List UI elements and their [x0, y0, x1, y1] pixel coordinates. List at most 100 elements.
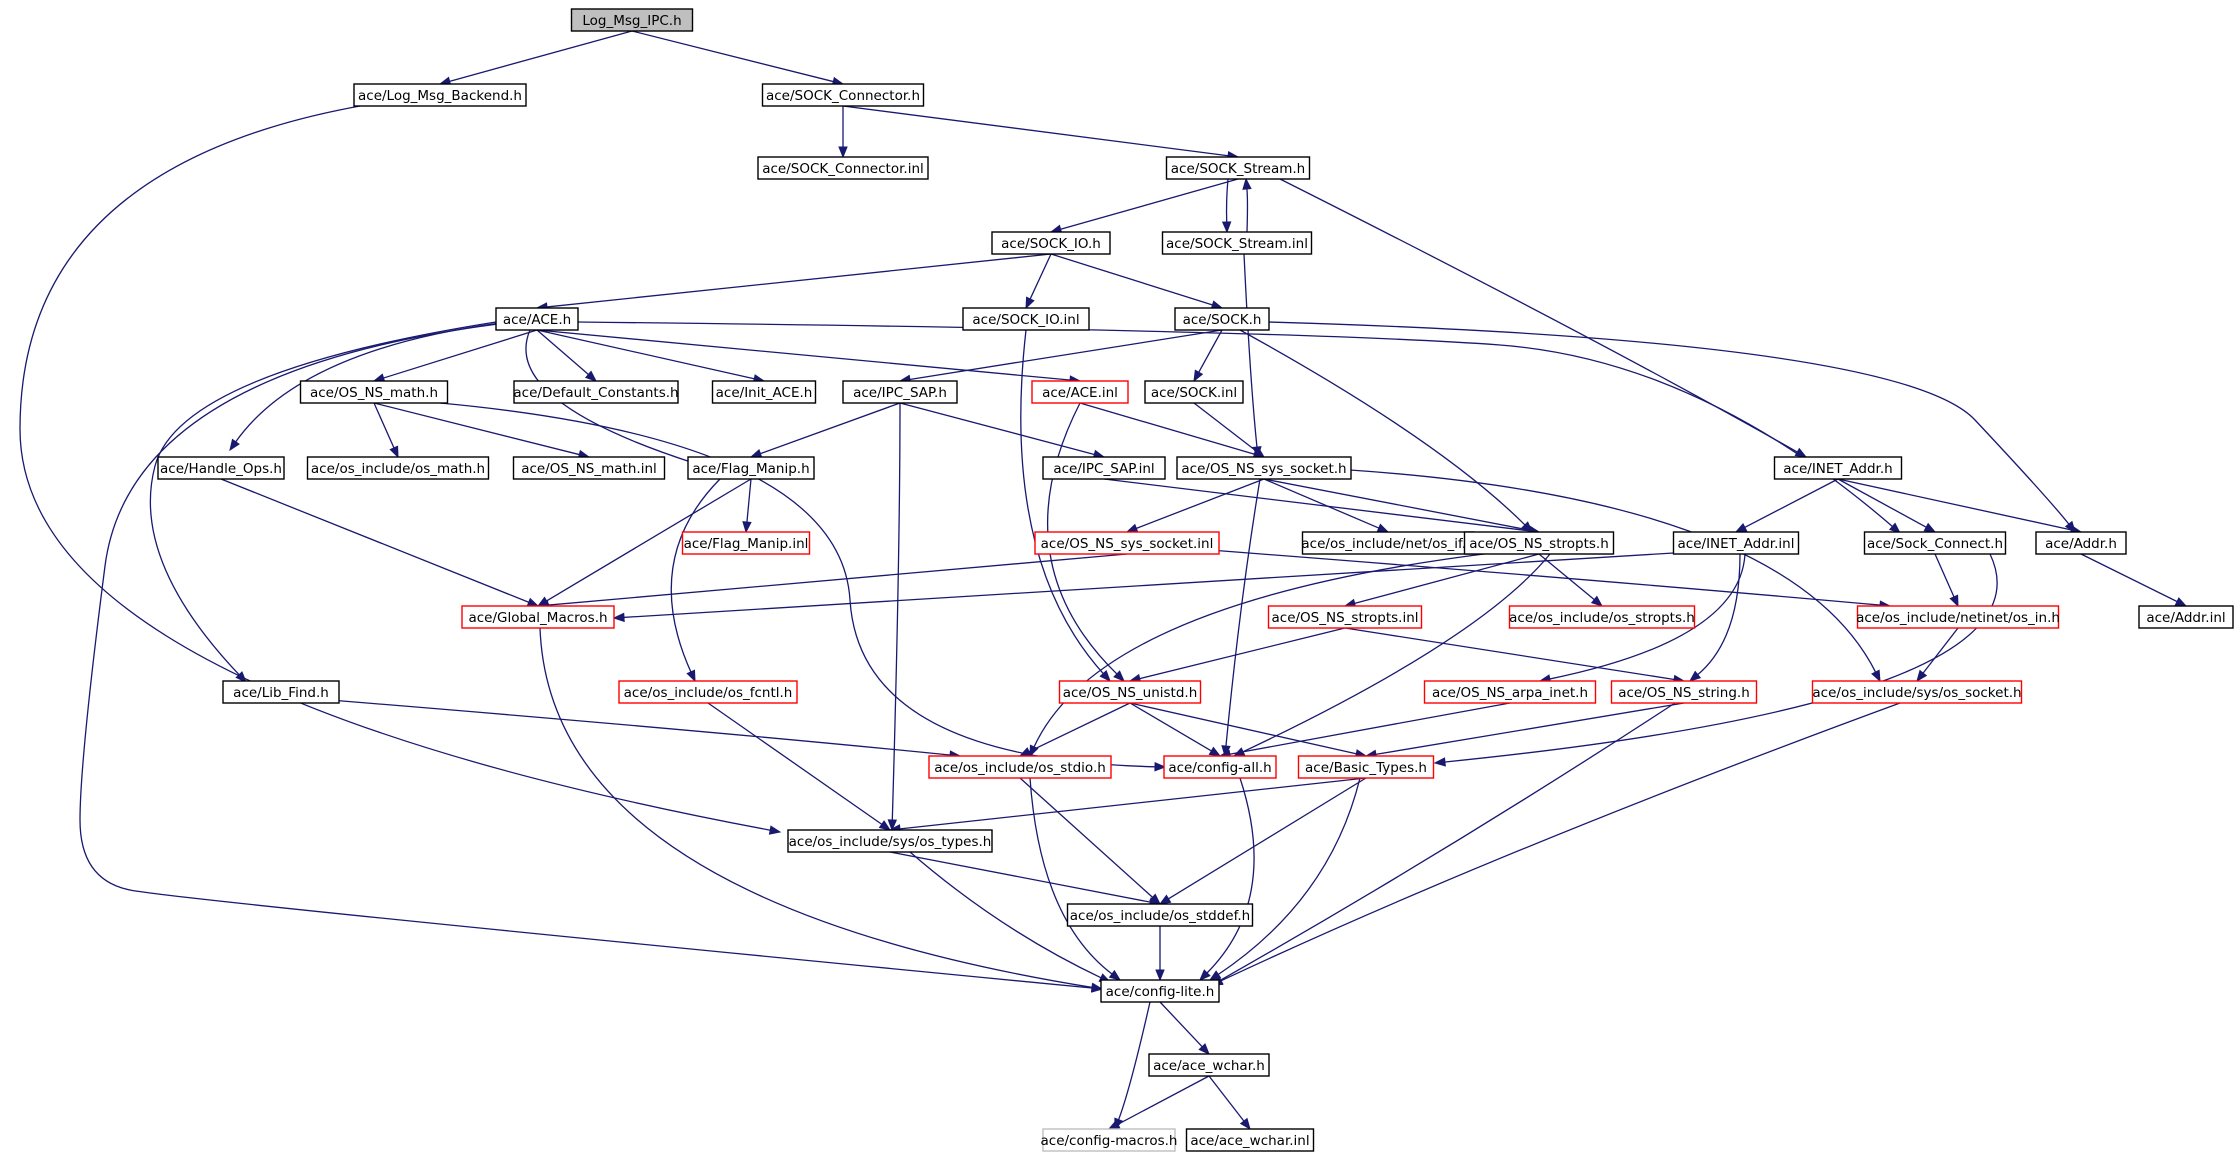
node-label: ace/ACE.h	[503, 312, 571, 328]
node-os-stropts[interactable]: ace/os_include/os_stropts.h	[1508, 605, 1696, 629]
node-os-ns-math-inl[interactable]: ace/OS_NS_math.inl	[512, 456, 666, 480]
node-label: ace/Log_Msg_Backend.h	[358, 88, 522, 104]
node-flag-manip-inl[interactable]: ace/Flag_Manip.inl	[681, 531, 811, 555]
node-inet-addr-inl[interactable]: ace/INET_Addr.inl	[1672, 531, 1800, 555]
node-ipc-sap-h[interactable]: ace/IPC_SAP.h	[842, 380, 958, 404]
node-os-stdio[interactable]: ace/os_include/os_stdio.h	[928, 755, 1112, 779]
node-sock-connector-inl[interactable]: ace/SOCK_Connector.inl	[757, 156, 929, 180]
node-config-all[interactable]: ace/config-all.h	[1163, 755, 1277, 779]
node-box	[1034, 531, 1220, 555]
node-ace-h[interactable]: ace/ACE.h	[495, 307, 579, 331]
node-os-stddef[interactable]: ace/os_include/os_stddef.h	[1066, 903, 1254, 927]
node-handle-ops[interactable]: ace/Handle_Ops.h	[157, 456, 285, 480]
node-inet-addr-h[interactable]: ace/INET_Addr.h	[1773, 456, 1903, 480]
node-ace-wchar-h[interactable]: ace/ace_wchar.h	[1148, 1053, 1270, 1077]
node-config-macros[interactable]: ace/config-macros.h	[1041, 1128, 1178, 1152]
edge-basic_types-to-config_lite	[1217, 777, 1361, 976]
arrowhead-icon	[612, 612, 625, 623]
node-os-math[interactable]: ace/os_include/os_math.h	[306, 456, 490, 480]
node-os-ns-unistd[interactable]: ace/OS_NS_unistd.h	[1058, 680, 1202, 704]
edge-global_macros-to-config_lite	[539, 627, 1094, 989]
arrowhead-icon	[1198, 1043, 1210, 1055]
edge-os_ns_sys_socket_h-to-os_if	[1263, 478, 1380, 530]
node-label: ace/Addr.h	[2045, 536, 2117, 552]
arrowhead-icon	[1018, 747, 1032, 757]
edge-os_in-to-os_socket	[1921, 627, 1959, 675]
arrowhead-icon	[1090, 982, 1104, 993]
edge-inet_addr_h-to-sock_connect	[1837, 478, 1928, 529]
node-box	[1066, 903, 1254, 927]
node-label: ace/IPC_SAP.h	[853, 385, 947, 401]
node-box	[1174, 307, 1270, 331]
node-box	[513, 380, 679, 404]
node-os-ns-math-h[interactable]: ace/OS_NS_math.h	[299, 380, 449, 404]
arrowhead-icon	[1734, 522, 1748, 533]
node-sock-io-inl[interactable]: ace/SOCK_IO.inl	[962, 307, 1090, 331]
node-os-socket[interactable]: ace/os_include/sys/os_socket.h	[1811, 680, 2023, 704]
edge-addr_h-to-addr_inl	[2080, 553, 2179, 603]
node-lib-find[interactable]: ace/Lib_Find.h	[222, 680, 340, 704]
arrowhead-icon	[2174, 597, 2188, 607]
node-os-ns-stropts-inl[interactable]: ace/OS_NS_stropts.inl	[1267, 605, 1423, 629]
node-label: ace/os_include/os_stdio.h	[934, 760, 1106, 776]
node-init-ace[interactable]: ace/Init_ACE.h	[711, 380, 817, 404]
node-label: ace/config-macros.h	[1041, 1133, 1178, 1149]
node-basic-types[interactable]: ace/Basic_Types.h	[1297, 755, 1435, 779]
node-sock-io-h[interactable]: ace/SOCK_IO.h	[991, 231, 1111, 255]
arrowhead-icon	[1376, 523, 1390, 533]
node-os-fcntl[interactable]: ace/os_include/os_fcntl.h	[618, 680, 798, 704]
node-sock-connect[interactable]: ace/Sock_Connect.h	[1863, 531, 2007, 555]
node-default-constants[interactable]: ace/Default_Constants.h	[513, 380, 679, 404]
node-os-ns-arpa-inet[interactable]: ace/OS_NS_arpa_inet.h	[1423, 680, 1597, 704]
node-flag-manip-h[interactable]: ace/Flag_Manip.h	[687, 456, 815, 480]
node-os-ns-sys-socket-h[interactable]: ace/OS_NS_sys_socket.h	[1176, 456, 1352, 480]
node-box	[1463, 531, 1615, 555]
node-os-in[interactable]: ace/os_include/netinet/os_in.h	[1856, 605, 2060, 629]
node-box	[991, 231, 1111, 255]
arrowhead-icon	[1125, 523, 1139, 533]
edge-sock_stream_h-to-inet_addr_h	[1279, 178, 1799, 454]
node-sock-stream-inl[interactable]: ace/SOCK_Stream.inl	[1161, 231, 1313, 255]
edge-log_msg_backend-to-os_types	[19, 105, 772, 831]
edge-ace_wchar_h-to-config_macros	[1116, 1075, 1210, 1126]
node-label: ace/SOCK_Connector.h	[766, 88, 920, 104]
arrowhead-icon	[1590, 595, 1604, 607]
node-os-ns-sys-socket-inl[interactable]: ace/OS_NS_sys_socket.inl	[1034, 531, 1220, 555]
node-label: ace/Sock_Connect.h	[1867, 536, 2003, 552]
edge-sock_h-to-sock_inl	[1197, 329, 1223, 374]
node-sock-stream-h[interactable]: ace/SOCK_Stream.h	[1165, 156, 1311, 180]
node-sock-inl[interactable]: ace/SOCK.inl	[1144, 380, 1244, 404]
arrowhead-icon	[1155, 969, 1165, 982]
node-log-msg-ipc[interactable]: Log_Msg_IPC.h	[570, 8, 694, 32]
node-label: ace/Flag_Manip.h	[692, 461, 809, 477]
node-ace-inl[interactable]: ace/ACE.inl	[1031, 380, 1129, 404]
node-os-ns-string[interactable]: ace/OS_NS_string.h	[1610, 680, 1758, 704]
node-label: ace/Init_ACE.h	[716, 385, 813, 401]
node-sock-connector-h[interactable]: ace/SOCK_Connector.h	[761, 83, 925, 107]
node-box	[306, 456, 490, 480]
node-ipc-sap-inl[interactable]: ace/IPC_SAP.inl	[1042, 456, 1166, 480]
node-config-lite[interactable]: ace/config-lite.h	[1100, 979, 1220, 1003]
node-box	[1031, 380, 1129, 404]
node-sock-h[interactable]: ace/SOCK.h	[1174, 307, 1270, 331]
node-log-msg-backend[interactable]: ace/Log_Msg_Backend.h	[353, 83, 527, 107]
edge-sock_stream_h-to-sock_io_h	[1059, 178, 1239, 231]
node-ace-wchar-inl[interactable]: ace/ace_wchar.inl	[1185, 1128, 1315, 1152]
edge-sock_inl-to-os_ns_sys_socket_h	[1193, 402, 1258, 453]
node-box	[787, 829, 993, 853]
node-box	[761, 83, 925, 107]
node-addr-h[interactable]: ace/Addr.h	[2035, 531, 2127, 555]
edge-ace_wchar_h-to-ace_wchar_inl	[1208, 1075, 1246, 1123]
edge-inet_addr_inl-to-global_macros	[622, 551, 1691, 619]
node-label: ace/Basic_Types.h	[1305, 760, 1427, 776]
arrowhead-icon	[749, 448, 763, 458]
node-os-ns-stropts-h[interactable]: ace/OS_NS_stropts.h	[1463, 531, 1615, 555]
arrowhead-icon	[1433, 757, 1446, 767]
node-os-types[interactable]: ace/os_include/sys/os_types.h	[787, 829, 993, 853]
node-addr-inl[interactable]: ace/Addr.inl	[2138, 605, 2234, 629]
node-box	[2035, 531, 2127, 555]
node-global-macros[interactable]: ace/Global_Macros.h	[461, 605, 615, 629]
node-os-if[interactable]: ace/os_include/net/os_if.h	[1301, 531, 1475, 555]
node-box	[2138, 605, 2234, 629]
arrowhead-icon	[1154, 762, 1167, 772]
